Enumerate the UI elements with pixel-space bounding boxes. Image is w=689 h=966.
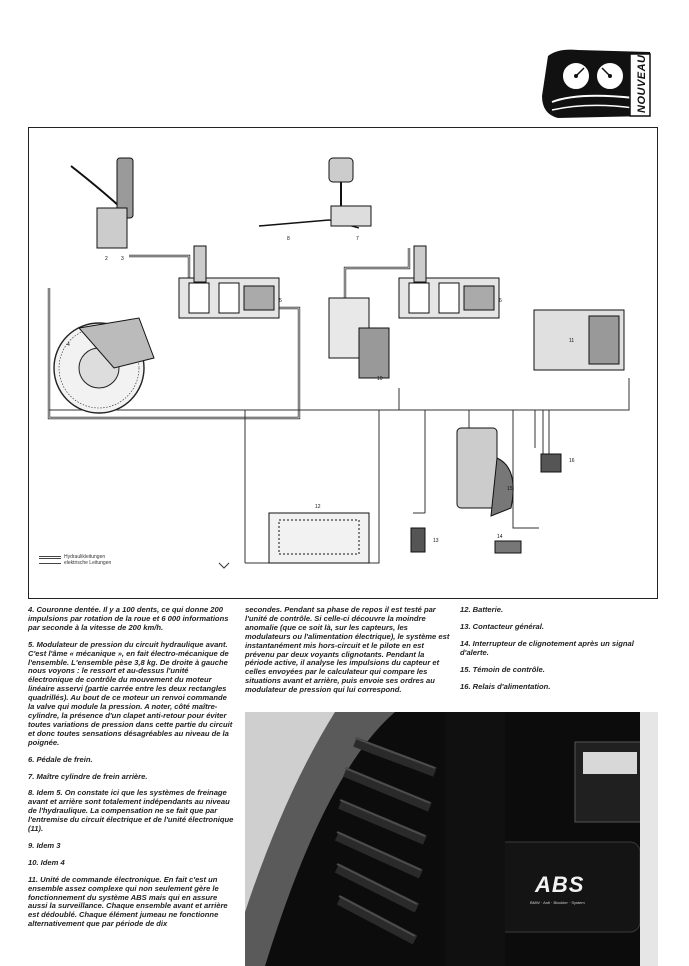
caption-16: 16. Relais d'alimentation. [460, 681, 551, 691]
caption-15: 15. Témoin de contrôle. [460, 664, 545, 674]
legend-electric-swatch [39, 562, 61, 564]
rear-pressure-modulator [398, 245, 500, 319]
photo-drawing [245, 712, 658, 966]
caption-12: 12. Batterie. [460, 605, 504, 614]
part-number-15: 15 [507, 486, 513, 492]
part-number-16: 16 [569, 458, 575, 464]
part-number-8: 8 [287, 236, 290, 242]
abs-badge-subtitle: BMW · Anti · Blockier · System [530, 900, 585, 905]
part-number-2: 2 [105, 256, 108, 262]
caption-10: 10. Idem 4 [28, 857, 65, 867]
legend-hydraulic: Hydraulikleitungen [39, 554, 111, 560]
battery [268, 512, 370, 564]
front-pressure-modulator [178, 245, 280, 319]
part-number-11: 11 [569, 338, 575, 344]
logo-text: NOUVEAU [636, 54, 648, 114]
rear-master-cylinder [258, 157, 372, 229]
legend-electric-label: elektrische Leitungen [64, 560, 112, 566]
caption-11-continued: secondes. Pendant sa phase de repos il e… [245, 605, 450, 695]
rear-toothed-disc [328, 297, 390, 379]
caption-column-3: 12. Batterie. 13. Contacteur général. 14… [460, 605, 660, 699]
blink-switch [494, 540, 522, 554]
caption-5: 5. Modulateur de pression du circuit hyd… [28, 639, 233, 747]
caption-column-1: 4. Couronne dentée. Il y a 100 dents, ce… [28, 605, 234, 937]
part-number-6: 6 [499, 298, 502, 304]
part-number-10: 10 [377, 376, 383, 382]
diagram-legend: Hydraulikleitungen elektrische Leitungen [39, 554, 111, 566]
part-number-14: 14 [497, 534, 503, 540]
caption-11: 11. Unité de commande électronique. En f… [28, 874, 228, 929]
gauge-cluster-logo [542, 49, 651, 118]
handlebar-lever [70, 157, 134, 249]
legend-electric: elektrische Leitungen [39, 560, 111, 566]
control-indicator [456, 427, 514, 517]
electronic-control-unit [533, 309, 625, 371]
part-number-3: 3 [121, 256, 124, 262]
caption-4: 4. Couronne dentée. Il y a 100 dents, ce… [28, 605, 229, 632]
caption-6: 6. Pédale de frein. [28, 754, 93, 764]
legend-hydraulic-label: Hydraulikleitungen [64, 554, 106, 560]
caption-14: 14. Interrupteur de clignotement après u… [460, 638, 634, 657]
caption-column-2: secondes. Pendant sa phase de repos il e… [245, 605, 450, 703]
caption-7: 7. Maître cylindre de frein arrière. [28, 771, 148, 781]
part-number-5: 5 [279, 298, 282, 304]
caption-8: 8. Idem 5. On constate ici que les systè… [28, 788, 234, 834]
abs-badge: ABS [535, 872, 585, 897]
caption-9: 9. Idem 3 [28, 840, 61, 850]
part-number-7: 7 [356, 236, 359, 242]
legend-hydraulic-swatch [39, 555, 61, 559]
power-relay [540, 453, 562, 473]
part-number-4: 4 [67, 342, 70, 348]
abs-unit-photo: ABS BMW · Anti · Blockier · System [245, 712, 658, 966]
abs-system-diagram: 2 3 4 5 6 7 8 10 11 12 13 14 15 16 Hydra… [28, 127, 658, 599]
caption-13: 13. Contacteur général. [460, 621, 544, 631]
diagram-drawing [47, 157, 630, 569]
main-switch [410, 527, 426, 553]
front-toothed-disc [53, 317, 155, 414]
part-number-13: 13 [433, 538, 439, 544]
part-number-12: 12 [315, 504, 321, 510]
